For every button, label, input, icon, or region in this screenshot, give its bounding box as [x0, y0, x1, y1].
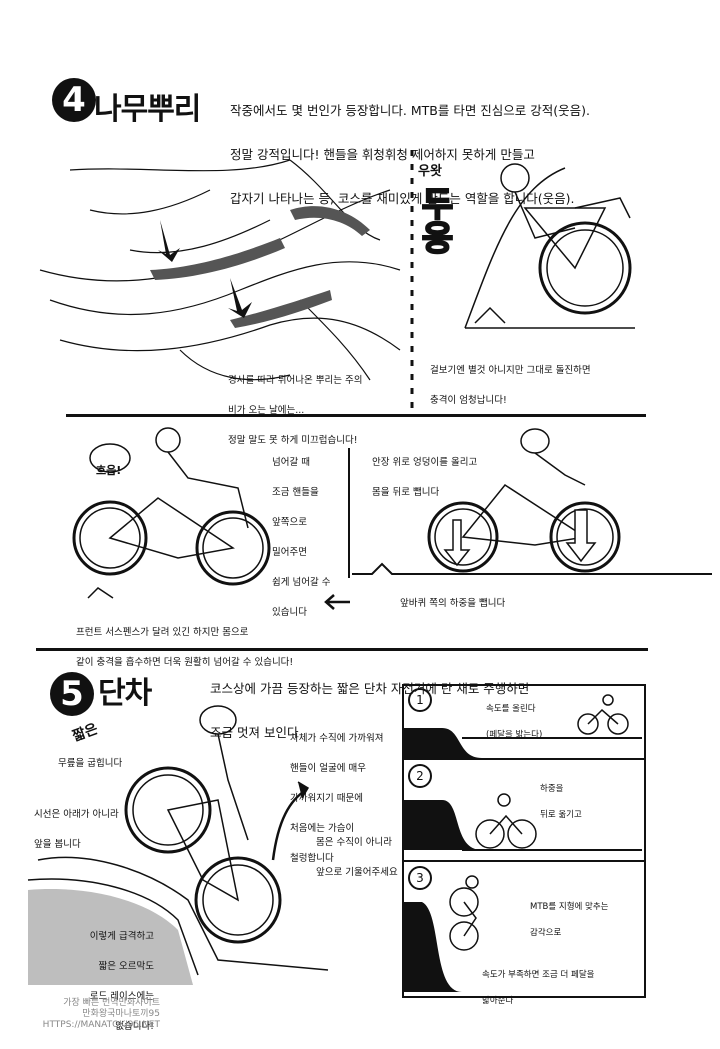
step-1-number: 1: [408, 688, 432, 712]
intro-line: 작중에서도 몇 번인가 등장합니다. MTB를 타면 진심으로 강적(웃음).: [230, 103, 591, 118]
knee-caption: 무릎을 굽힙니다: [58, 758, 123, 769]
caption-line: 같이 충격을 흡수하면 더욱 원활히 넘어갈 수 있습니다!: [76, 657, 294, 668]
caption-line: 조금 핸들을: [272, 487, 319, 498]
section-4-number: 4: [52, 78, 96, 122]
caption-line: 앞쪽으로: [272, 517, 307, 528]
caption-line: 몸은 수직이 아니라: [316, 837, 392, 848]
caption-line: 뒤로 옮기고: [540, 810, 582, 820]
lift-caption: 넘어갈 때 조금 핸들을 앞쪽으로 밀어주면 쉽게 넘어갈 수 있습니다: [272, 440, 362, 635]
caption-line: 차체가 수직에 가까워져: [290, 733, 384, 744]
caption-line: 앞으로 기울어주세요: [316, 867, 398, 878]
sfx-big: 두웅: [413, 185, 455, 255]
step-3-illustration: [402, 875, 479, 992]
caption-line: 없습니다!: [115, 1021, 154, 1032]
horizontal-divider: [66, 414, 646, 417]
step-3-caption: MTB를 지형에 맞추는 감각으로: [530, 888, 635, 953]
rear-caption-top: 안장 위로 엉덩이를 올리고 몸을 뒤로 뺍니다: [372, 440, 592, 515]
front-suspension-caption: 프런트 서스펜스가 달려 있긴 하지만 몸으로 같이 충격을 흡수하면 더욱 원…: [76, 610, 326, 685]
left-arrow-icon: [324, 594, 350, 610]
intro-line: 조금 멋져 보인다: [210, 725, 299, 740]
section-5-number: 5: [50, 672, 94, 716]
step-climb-illustration: [27, 705, 329, 985]
caption-line: 처음에는 가슴이: [290, 823, 355, 834]
step-2-illustration: [402, 793, 642, 851]
section-divider: [36, 648, 648, 651]
step-2-number: 2: [408, 764, 432, 788]
caption-line: 속도가 부족하면 조금 더 페달을: [482, 970, 595, 980]
step-1-caption: 속도를 올린다 (페달을 밟는다): [486, 690, 596, 755]
caption-line: 이렇게 급격하고: [89, 931, 154, 942]
caption-line: 걸보기엔 별것 아니지만 그대로 돌진하면: [430, 365, 591, 376]
caption-line: 철렁합니다: [290, 853, 334, 864]
step-3-number: 3: [408, 866, 432, 890]
root-caption: 경사를 따라 튀어나온 뿌리는 주의 비가 오는 날에는... 정말 말도 못 …: [228, 358, 418, 463]
caption-line: 비가 오는 날에는...: [228, 405, 305, 416]
section-4-intro: 작중에서도 몇 번인가 등장합니다. MTB를 타면 진심으로 강적(웃음). …: [230, 78, 700, 232]
caption-line: MTB를 지형에 맞추는: [530, 902, 609, 912]
caption-line: 프런트 서스펜스가 달려 있긴 하지만 몸으로: [76, 627, 249, 638]
intro-line: 정말 강적입니다! 핸들을 휘청휘청 제어하지 못하게 만들고: [230, 147, 535, 162]
steps-divider-2: [402, 860, 644, 862]
ground-line: [352, 562, 712, 575]
caption-line: 감각으로: [530, 928, 562, 938]
vertical-caption: 몸은 수직이 아니라 앞으로 기울어주세요: [316, 820, 416, 895]
watermark: 가장 빠른 번역만화사이트 만화왕국마나토끼95 HTTPS://MANATOK…: [10, 998, 160, 1031]
front-lift-illustration: [72, 427, 271, 599]
caption-line: 핸들이 얼굴에 매우: [290, 763, 366, 774]
caption-line: 가까워지기 때문에: [290, 793, 363, 804]
rear-caption-bottom: 앞바퀴 쪽의 하중을 뺍니다: [400, 598, 506, 609]
step-2-caption: 하중을 뒤로 옮기고: [540, 770, 630, 835]
weight-shift-illustration: [427, 428, 621, 573]
caption-line: 시선은 아래가 아니라: [34, 809, 119, 820]
caption-line: 쉽게 넘어갈 수: [272, 577, 331, 588]
watermark-line: HTTPS://MANATOKI95.NET: [42, 1020, 160, 1030]
mid-divider: [348, 448, 350, 578]
watermark-line: 가장 빠른 번역만화사이트: [63, 998, 160, 1008]
caption-line: (페달을 밟는다): [486, 730, 543, 740]
caption-line: 하중을: [540, 784, 564, 794]
bike-root-impact-illustration: [464, 163, 635, 329]
watermark-line: 만화왕국마나토끼95: [82, 1009, 160, 1019]
caption-line: 몸을 뒤로 뺍니다: [372, 487, 440, 498]
caption-line: 밀어주면: [272, 547, 307, 558]
caption-line: 있습니다: [272, 607, 307, 618]
sfx-small: 우왓: [418, 164, 442, 179]
bump-caption: 걸보기엔 별것 아니지만 그대로 돌진하면 충격이 엄청납니다!: [430, 348, 630, 423]
section-4-title: 나무뿌리: [94, 92, 201, 127]
caption-line: 앞을 봅니다: [34, 839, 81, 850]
step-3-note: 속도가 부족하면 조금 더 페달을 밟아준다: [482, 956, 642, 1021]
shout-bubble: 흐읍!: [96, 464, 122, 477]
bottom-caption: 이렇게 급격하고 짧은 오르막도 로드 레이스에는 없습니다!: [54, 914, 154, 1049]
caption-line: 로드 레이스에는: [89, 991, 154, 1002]
vertical-divider: [410, 150, 414, 410]
sight-caption: 시선은 아래가 아니라 앞을 봅니다: [34, 792, 144, 867]
caption-line: 정말 말도 못 하게 미끄럽습니다!: [228, 435, 358, 446]
intro-line: 갑자기 나타나는 등, 코스를 재미있게 만드는 역할을 합니다(웃음).: [230, 191, 575, 206]
caption-line: 충격이 엄청납니다!: [430, 395, 507, 406]
step-1-illustration: [402, 694, 642, 758]
caption-line: 넘어갈 때: [272, 457, 310, 468]
caption-line: 경사를 따라 튀어나온 뿌리는 주의: [228, 375, 363, 386]
caption-line: 짧은 오르막도: [98, 961, 154, 972]
steps-divider-1: [402, 758, 644, 760]
section-5-title: 단차: [98, 676, 152, 711]
caption-line: 안장 위로 엉덩이를 올리고: [372, 457, 478, 468]
body-caption: 차체가 수직에 가까워져 핸들이 얼굴에 매우 가까워지기 때문에 처음에는 가…: [290, 716, 405, 881]
caption-line: 밟아준다: [482, 996, 514, 1006]
caption-line: 속도를 올린다: [486, 704, 536, 714]
tree-root-illustration: [39, 159, 401, 381]
